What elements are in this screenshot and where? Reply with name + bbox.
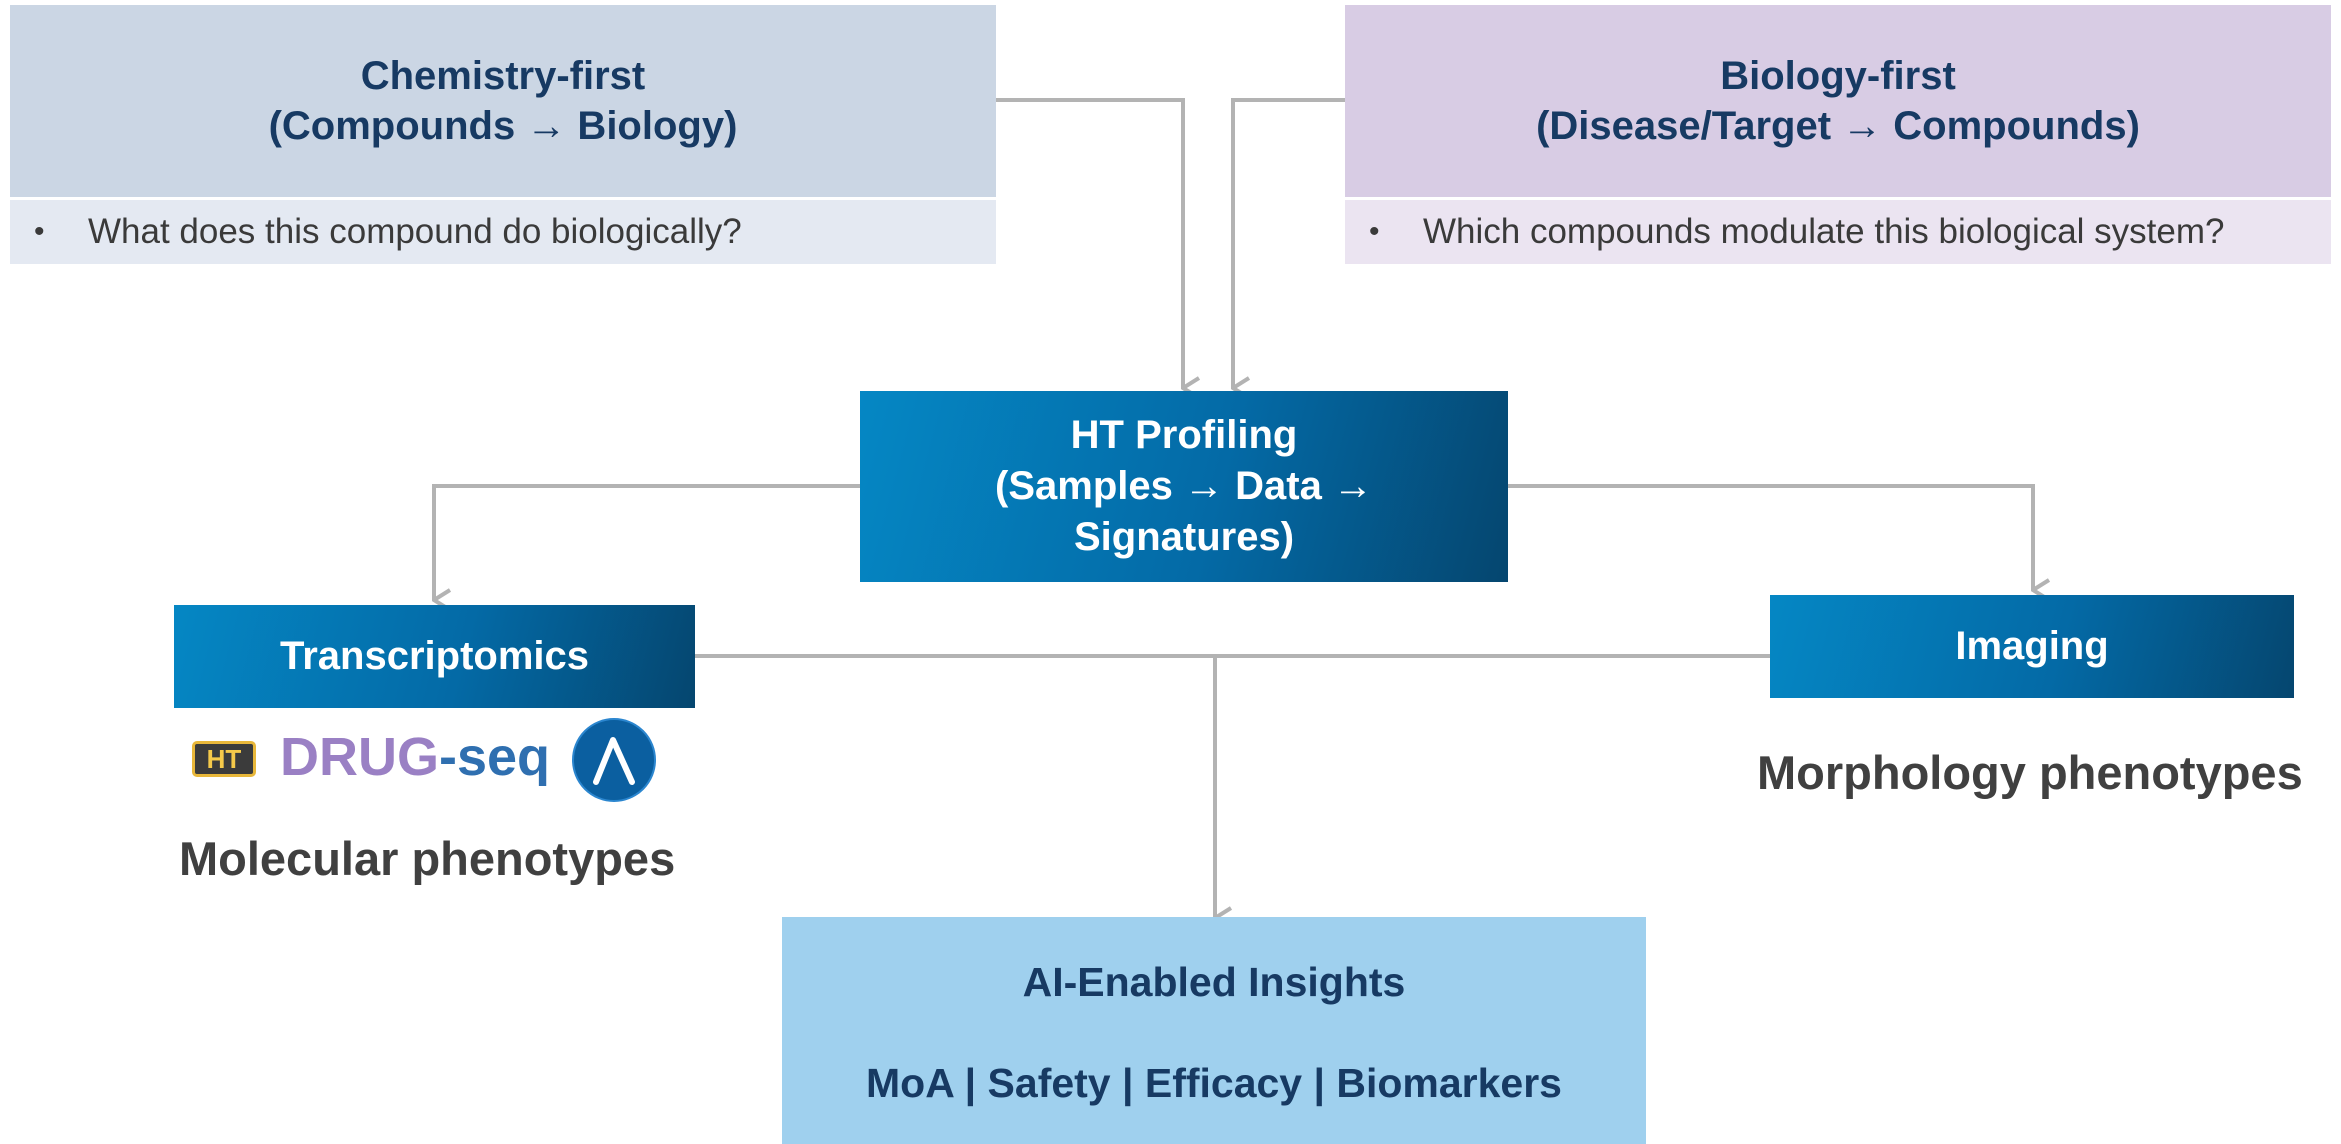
chemistry-first-header: Chemistry-first (Compounds → Biology) bbox=[10, 5, 996, 197]
ht-profiling-title: HT Profiling bbox=[1070, 413, 1298, 457]
chemistry-first-question-row: • What does this compound do biologicall… bbox=[10, 200, 996, 264]
imaging-box: Imaging bbox=[1770, 595, 2294, 698]
biology-first-question: Which compounds modulate this biological… bbox=[1423, 212, 2225, 251]
ht-profiling-flow-line: (Samples → Data → bbox=[995, 464, 1373, 508]
chemistry-first-subtitle: (Compounds → Biology) bbox=[268, 104, 738, 148]
ht-badge-text: HT bbox=[206, 744, 242, 774]
bullet: • bbox=[34, 215, 45, 248]
biology-first-subtitle: (Disease/Target → Compounds) bbox=[1536, 104, 2140, 148]
lambda-logo-icon bbox=[572, 718, 656, 802]
molecular-phenotypes-caption: Molecular phenotypes bbox=[179, 832, 676, 885]
ht-profiling-flow-end: Signatures) bbox=[1073, 515, 1295, 559]
biology-first-header: Biology-first (Disease/Target → Compound… bbox=[1345, 5, 2331, 197]
imaging-label: Imaging bbox=[1955, 624, 2109, 668]
chemistry-first-title: Chemistry-first bbox=[360, 54, 646, 98]
morphology-phenotypes-caption: Morphology phenotypes bbox=[1757, 746, 2303, 799]
ai-insights-box: AI-Enabled Insights MoA | Safety | Effic… bbox=[782, 917, 1646, 1144]
bullet: • bbox=[1369, 215, 1380, 248]
profiling-to-imaging-connector bbox=[1508, 484, 2033, 590]
biology-first-question-row: • Which compounds modulate this biologic… bbox=[1345, 200, 2331, 264]
chem-to-profiling-connector bbox=[996, 98, 1183, 388]
drug-seq-wordmark: DRUG-seq bbox=[280, 727, 550, 787]
transcriptomics-label: Transcriptomics bbox=[279, 634, 589, 678]
bio-to-profiling-connector bbox=[1231, 98, 1345, 388]
ai-insights-outcomes: MoA | Safety | Efficacy | Biomarkers bbox=[866, 1060, 1562, 1106]
transcriptomics-box: Transcriptomics bbox=[174, 605, 695, 708]
drug-seq-logo: HT DRUG-seq bbox=[190, 718, 660, 802]
seq-text: -seq bbox=[439, 727, 551, 787]
chemistry-first-question: What does this compound do biologically? bbox=[88, 212, 742, 251]
ht-profiling-box: HT Profiling (Samples → Data → Signature… bbox=[860, 391, 1508, 582]
ai-insights-title: AI-Enabled Insights bbox=[1022, 959, 1406, 1005]
profiling-to-transcriptomics-connector bbox=[432, 484, 860, 600]
biology-first-title: Biology-first bbox=[1720, 54, 1956, 98]
ht-badge: HT bbox=[192, 741, 256, 777]
drug-text: DRUG bbox=[280, 727, 439, 787]
